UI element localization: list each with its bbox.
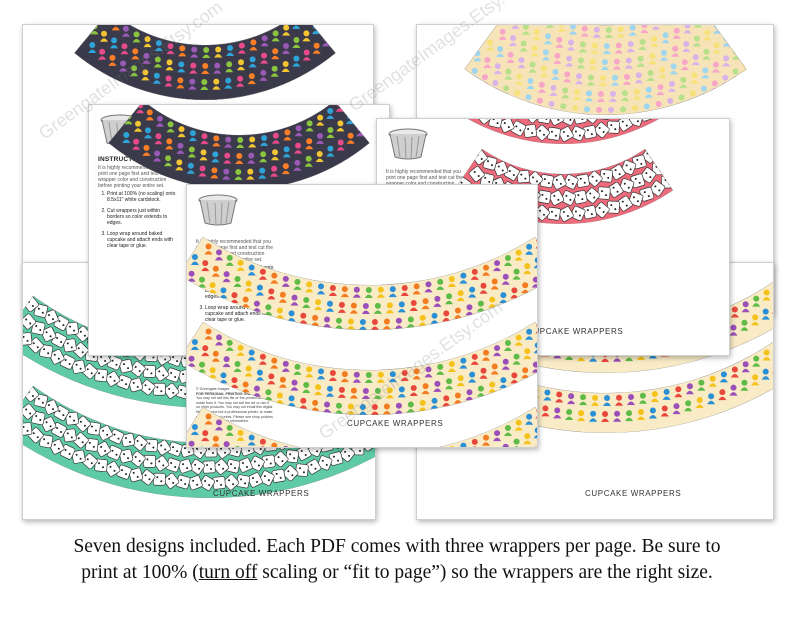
- instructions-block: INSTRUCTIONS: It is highly recommended t…: [98, 156, 176, 254]
- wrapper-arcs: [74, 25, 336, 100]
- cupcake-wrappers-label: CUPCAKE WRAPPERS: [347, 419, 444, 428]
- cupcake-wrappers-label: CUPCAKE WRAPPERS: [213, 489, 310, 498]
- wrapper-arcs: [187, 236, 537, 447]
- cupcake-wrappers-label: CUPCAKE WRAPPERS: [527, 327, 624, 336]
- caption-line-2-start: print at 100% (: [81, 562, 199, 583]
- instruction-step: Loop wrap around baked cupcake and attac…: [205, 305, 274, 323]
- wrapper-arcs: [108, 105, 370, 190]
- caption: Seven designs included. Each PDF comes w…: [0, 534, 794, 586]
- instructions-title: INSTRUCTIONS:: [98, 156, 152, 163]
- wrapper-arcs: [464, 25, 747, 116]
- sheet-cream-pawns: It is highly recommended that you print …: [186, 184, 538, 448]
- instruction-step: Loop wrap around baked cupcake and attac…: [107, 231, 176, 249]
- instruction-step: Cut wrappers just within borders so colo…: [107, 208, 176, 226]
- personal-use-text: FOR PERSONAL PRINTING ONLY.: [196, 391, 254, 396]
- cupcake-cup-icon: [197, 193, 239, 232]
- cupcake-cup-icon: [387, 127, 429, 166]
- caption-line-2-end: scaling or “fit to page”) so the wrapper…: [257, 562, 713, 583]
- caption-line-2: print at 100% (turn off scaling or “fit …: [0, 560, 794, 586]
- product-collage: CUPCAKE WRAPPERS CUPCAKE WRAPPERS INSTRU…: [0, 0, 794, 530]
- caption-line-1: Seven designs included. Each PDF comes w…: [73, 536, 721, 557]
- caption-underlined: turn off: [198, 562, 258, 583]
- instructions-note: It is highly recommended that you print …: [98, 165, 175, 189]
- cupcake-wrappers-label: CUPCAKE WRAPPERS: [585, 489, 682, 498]
- instruction-step: Print at 100% (no scaling) onto 8.5x11" …: [107, 191, 176, 203]
- copyright-text: © Greengate Images: [196, 387, 230, 391]
